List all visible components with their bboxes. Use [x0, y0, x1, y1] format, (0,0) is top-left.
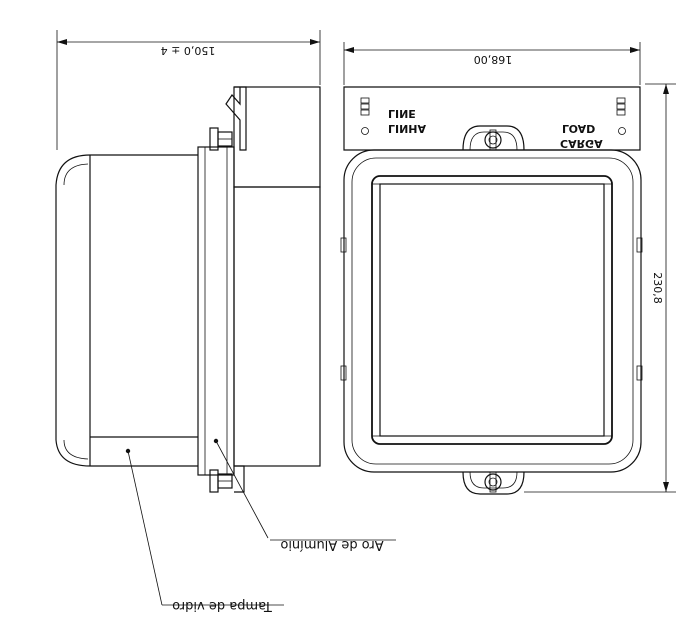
label-line-en: LINE: [388, 107, 416, 120]
cover-leader-line: [127, 450, 163, 606]
terminal-labels-mirrored: LINE LINHA LOAD CARGA: [388, 107, 603, 150]
side-view: [55, 86, 321, 493]
front-view: [340, 86, 643, 495]
side-tab-left-top: [340, 237, 347, 253]
seal-screw-top: [209, 127, 233, 151]
meter-body-outer: [343, 149, 642, 473]
bottom-seal-lug: [462, 471, 525, 495]
glass-cover-inner-line: [63, 163, 89, 186]
dim-text-front-width: 168,00: [474, 53, 513, 66]
glass-cover-inner-line-bottom: [63, 439, 89, 460]
callout-ring-text: Aro de Alumínio: [280, 537, 383, 552]
indicator-left: [360, 97, 370, 135]
mounting-clip: [225, 86, 247, 151]
label-line-pt: LINHA: [388, 122, 427, 135]
side-tab-right-top: [636, 237, 643, 253]
glass-cover-outline: [55, 154, 198, 467]
dimension-front-width: [343, 42, 641, 85]
side-tab-left-bottom: [340, 365, 347, 381]
dim-text-side-width: 150,0 ± 4: [161, 44, 216, 57]
indicator-right: [616, 97, 626, 135]
glass-window: [379, 183, 605, 437]
dim-text-front-height: 230,8: [651, 272, 664, 304]
callout-cover-text: Tampa de vidro: [172, 598, 273, 613]
base-terminal-block: [233, 86, 321, 188]
meter-body-inner-rim: [351, 157, 634, 465]
top-seal-lug: [462, 125, 525, 151]
side-tab-right-bottom: [636, 365, 643, 381]
dimension-front-height: [524, 83, 676, 493]
label-load-en: LOAD: [562, 122, 595, 135]
terminal-cover-plate: [343, 86, 641, 151]
label-load-pt: CARGA: [560, 137, 603, 150]
dimension-side-width: [56, 30, 321, 150]
aluminium-ring: [197, 146, 235, 476]
bottom-clip: [234, 465, 245, 493]
seal-screw-bottom: [209, 469, 233, 493]
ring-leader-line: [215, 440, 269, 539]
base-body: [233, 186, 321, 467]
glass-window-frame: [371, 175, 613, 445]
